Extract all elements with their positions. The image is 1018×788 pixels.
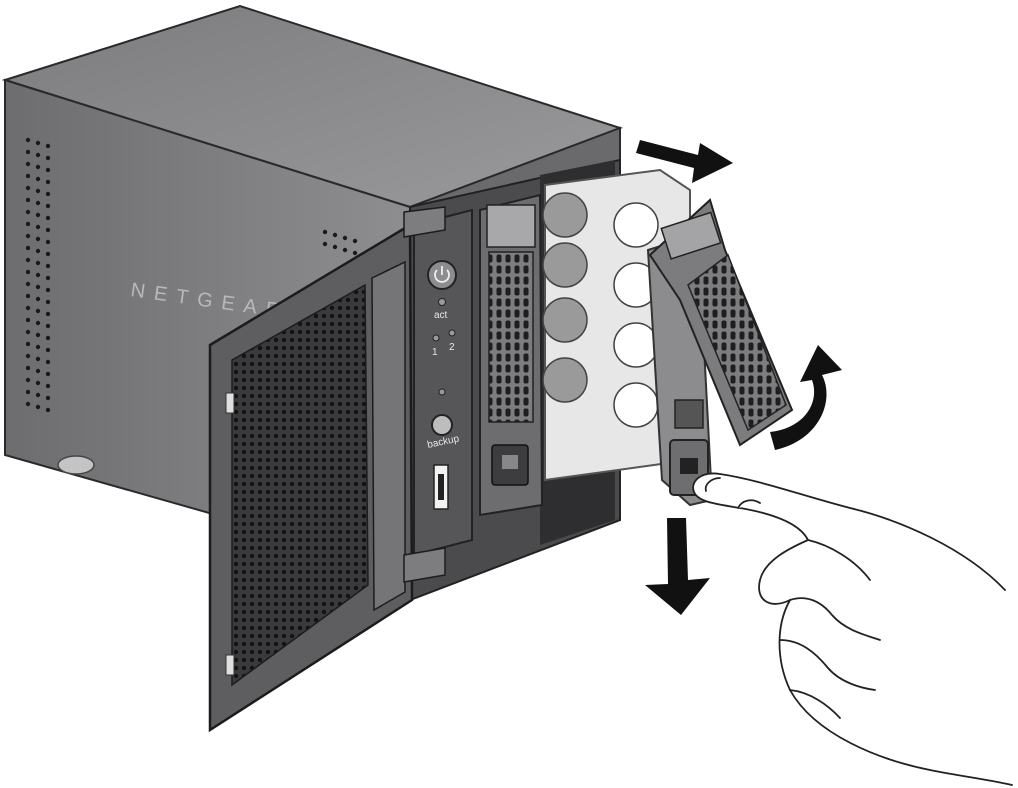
control-panel: act 1 2 backup: [413, 208, 473, 557]
side-vents: [25, 137, 358, 413]
upper-hinge: [403, 206, 446, 238]
installed-drive-tray: [479, 193, 544, 517]
power-symbol-icon: [434, 269, 450, 283]
backup-button-icon[interactable]: [431, 414, 453, 436]
front-door[interactable]: [208, 206, 446, 733]
chassis-foot: [57, 455, 95, 475]
slide-right-arrow-icon: [636, 140, 733, 183]
disk1-led-icon: [432, 334, 440, 342]
activity-led-icon: [438, 298, 446, 306]
activity-led-label: act: [434, 310, 448, 321]
press-down-arrow-icon: [645, 518, 710, 615]
disk2-led-icon: [448, 329, 456, 337]
lower-hinge: [403, 547, 446, 583]
rotate-up-arrow-icon: [770, 345, 842, 450]
hand-icon: [692, 472, 1013, 786]
disk1-led-label: 1: [432, 347, 438, 358]
disk2-led-label: 2: [449, 342, 455, 353]
drive-tray-carrier: [542, 168, 794, 507]
backup-led-icon: [438, 388, 446, 396]
